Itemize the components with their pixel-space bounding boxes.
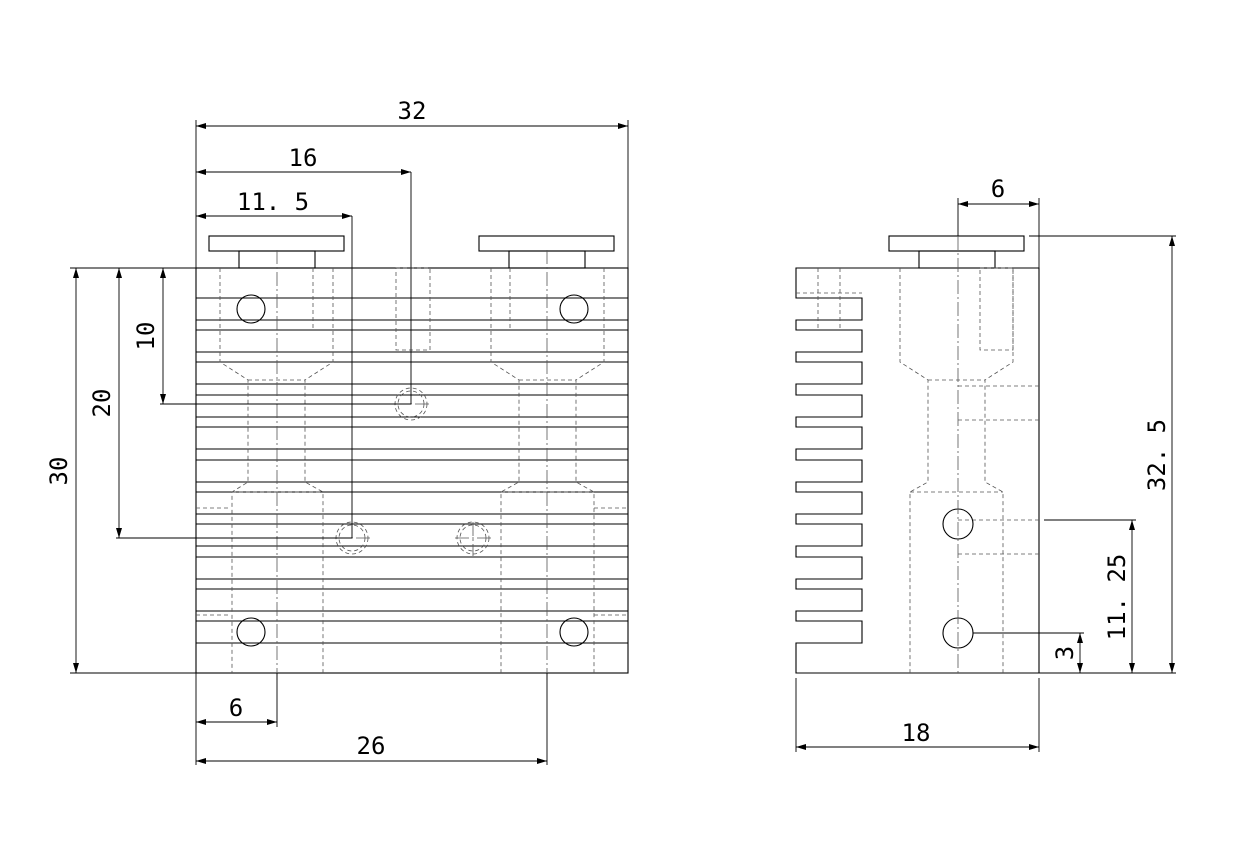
- front-dimensions: 32 16 11. 5 30 20 10: [45, 97, 629, 765]
- front-slot-holes: [236, 294, 589, 647]
- side-hidden-bores: [796, 267, 1039, 673]
- dim-upper-hole-height: 10: [132, 322, 160, 351]
- dim-side-depth: 18: [902, 719, 931, 747]
- front-top-caps: [208, 235, 615, 269]
- dim-lower-hole-height: 20: [88, 389, 116, 418]
- dim-side-upper-hole-height: 11. 25: [1103, 554, 1131, 641]
- dim-left-bore-offset: 6: [229, 694, 243, 722]
- front-fin-lines: [196, 297, 628, 644]
- front-hidden-bores: [196, 267, 628, 673]
- dim-bore-spacing: 26: [357, 732, 386, 760]
- dim-center-offset: 16: [289, 144, 318, 172]
- front-body-outline: [195, 267, 629, 674]
- front-view: [195, 235, 629, 680]
- side-body-outline: [795, 267, 1040, 674]
- front-threaded-holes: [335, 387, 490, 555]
- side-dimensions: 6 32. 5 11. 25 3 18: [795, 175, 1176, 752]
- dim-side-overall-height: 32. 5: [1143, 419, 1171, 491]
- side-view: [795, 235, 1040, 674]
- dim-overall-width: 32: [398, 97, 427, 125]
- front-center-lines: [276, 250, 548, 680]
- dim-side-bore-offset: 6: [991, 175, 1005, 203]
- side-top-caps: [888, 235, 1025, 269]
- dim-upper-hole-offset: 11. 5: [237, 188, 309, 216]
- dim-side-lower-hole-height: 3: [1051, 646, 1079, 660]
- dim-overall-height: 30: [45, 457, 73, 486]
